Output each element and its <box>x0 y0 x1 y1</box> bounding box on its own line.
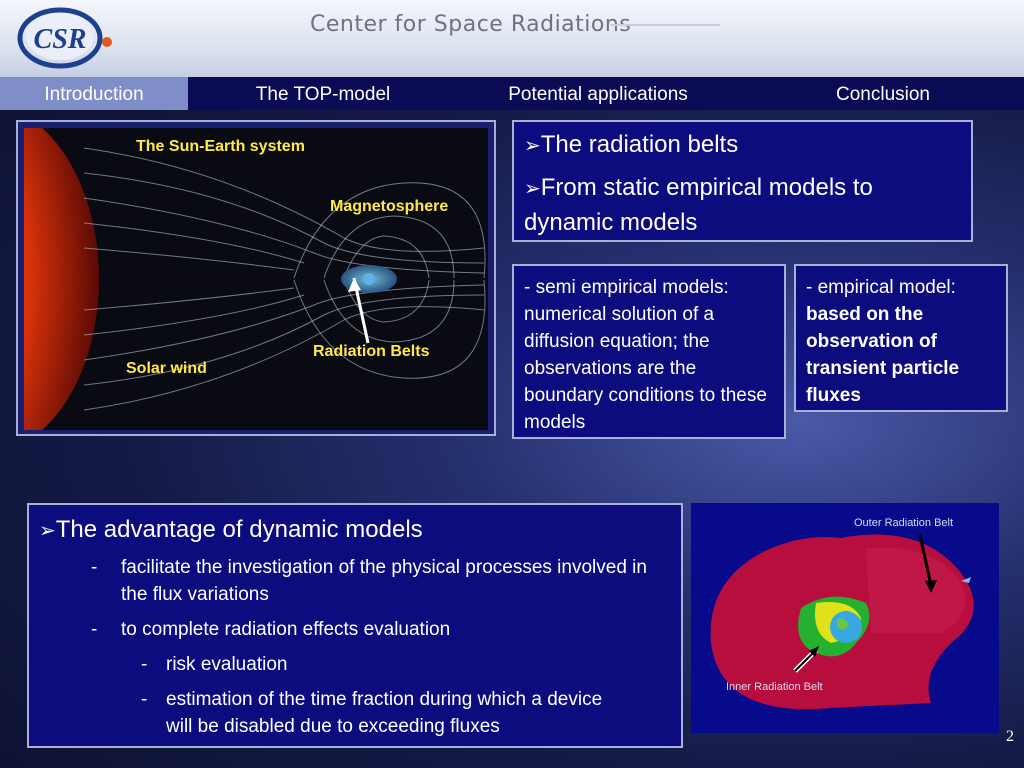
nav-bar: Introduction The TOP-model Potential app… <box>0 77 1024 110</box>
page-number: 2 <box>1006 728 1014 745</box>
header-banner: CSR Center for Space Radiations <box>0 0 1024 77</box>
sun-earth-figure-frame: The Sun-Earth system Magnetosphere Radia… <box>16 120 496 436</box>
list-item: - to complete radiation effects evaluati… <box>39 616 671 643</box>
logo-text: CSR <box>34 24 87 55</box>
header-title: Center for Space Radiations <box>310 12 632 37</box>
empirical-box: - empirical model: based on the observat… <box>794 264 1008 412</box>
empirical-text: - empirical model: based on the observat… <box>806 274 996 409</box>
advantage-item-1: facilitate the investigation of the phys… <box>121 557 647 605</box>
tab-conclusion[interactable]: Conclusion <box>836 84 930 105</box>
sun-earth-image: The Sun-Earth system Magnetosphere Radia… <box>24 128 488 430</box>
advantage-list: - facilitate the investigation of the ph… <box>39 554 671 740</box>
list-item: - facilitate the investigation of the ph… <box>39 554 671 608</box>
empirical-prefix: - empirical model: <box>806 277 956 298</box>
dash-bullet: - <box>141 654 148 675</box>
csr-logo: CSR <box>17 7 112 69</box>
topic-item: ➢From static empirical models to dynamic… <box>524 171 961 240</box>
topic-static-to-dynamic: From static empirical models to dynamic … <box>524 174 873 236</box>
arrow-bullet-icon: ➢ <box>39 520 56 542</box>
advantage-title: ➢The advantage of dynamic models <box>39 513 671 548</box>
header-divider <box>610 24 720 26</box>
radiation-belts-label: Radiation Belts <box>313 343 430 360</box>
solar-wind-label: Solar wind <box>126 360 207 377</box>
advantage-subitem-1: risk evaluation <box>166 654 288 675</box>
list-item: - risk evaluation <box>39 651 671 678</box>
advantage-item-2: to complete radiation effects evaluation <box>121 619 451 640</box>
radiation-belts-figure: Outer Radiation Belt Inner Radiation Bel… <box>691 503 999 733</box>
topic-item: ➢The radiation belts <box>524 128 961 163</box>
inner-belt-label: Inner Radiation Belt <box>726 681 823 693</box>
semi-empirical-text: - semi empirical models: numerical solut… <box>524 277 767 433</box>
advantage-title-text: The advantage of dynamic models <box>55 516 423 543</box>
arrow-bullet-icon: ➢ <box>524 135 541 157</box>
tab-introduction[interactable]: Introduction <box>0 77 188 110</box>
advantage-subitem-2: estimation of the time fraction during w… <box>166 689 603 737</box>
magnetosphere-label: Magnetosphere <box>330 198 449 215</box>
arrow-bullet-icon: ➢ <box>524 178 541 200</box>
tab-top-model[interactable]: The TOP-model <box>255 84 391 105</box>
dash-bullet: - <box>91 557 98 578</box>
topics-box: ➢The radiation belts ➢From static empiri… <box>512 120 973 242</box>
dash-bullet: - <box>91 619 98 640</box>
list-item: - estimation of the time fraction during… <box>39 686 671 740</box>
empirical-bold: based on the observation of transient pa… <box>806 304 960 406</box>
outer-belt-label: Outer Radiation Belt <box>854 517 954 529</box>
topic-radiation-belts: The radiation belts <box>540 131 739 158</box>
tab-potential-applications[interactable]: Potential applications <box>508 84 688 105</box>
dash-bullet: - <box>141 689 148 710</box>
advantage-box: ➢The advantage of dynamic models - facil… <box>27 503 683 748</box>
semi-empirical-box: - semi empirical models: numerical solut… <box>512 264 786 439</box>
sun-earth-title: The Sun-Earth system <box>136 138 305 155</box>
